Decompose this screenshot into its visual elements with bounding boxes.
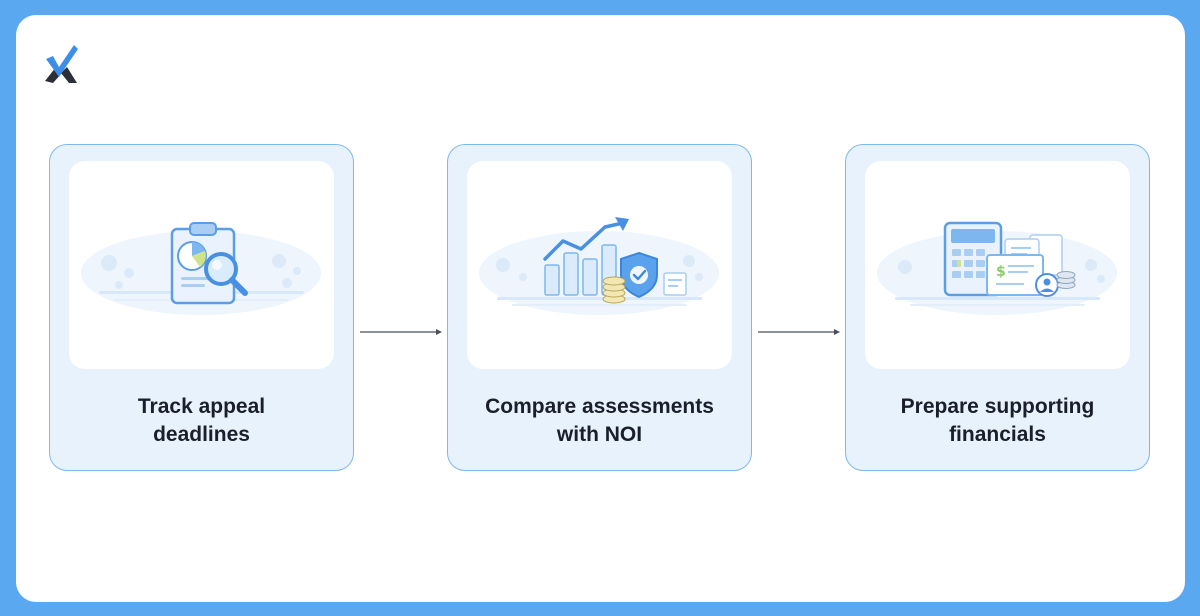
step-label: Compare assessments with NOI bbox=[485, 395, 714, 446]
growth-chart-shield-coins-icon bbox=[479, 217, 719, 315]
step-illustration-panel: $ bbox=[865, 161, 1130, 369]
connector-arrow bbox=[360, 326, 444, 338]
step-label: Prepare supporting financials bbox=[900, 395, 1095, 446]
step-illustration-panel bbox=[69, 161, 334, 369]
connector-arrow bbox=[758, 326, 842, 338]
step-label: Track appeal deadlines bbox=[137, 395, 266, 446]
step-card-compare-assessments: Compare assessments with NOI bbox=[447, 144, 752, 471]
calculator-documents-coins-icon: $ bbox=[877, 221, 1117, 315]
step-illustration-panel bbox=[467, 161, 732, 369]
step-card-track-deadlines: Track appeal deadlines bbox=[49, 144, 354, 471]
x-check-logo-icon bbox=[45, 45, 78, 83]
step-card-prepare-financials: $ Prepare supporting financials bbox=[845, 144, 1150, 471]
svg-text:$: $ bbox=[996, 264, 1006, 280]
clipboard-chart-magnifier-icon bbox=[81, 222, 321, 315]
